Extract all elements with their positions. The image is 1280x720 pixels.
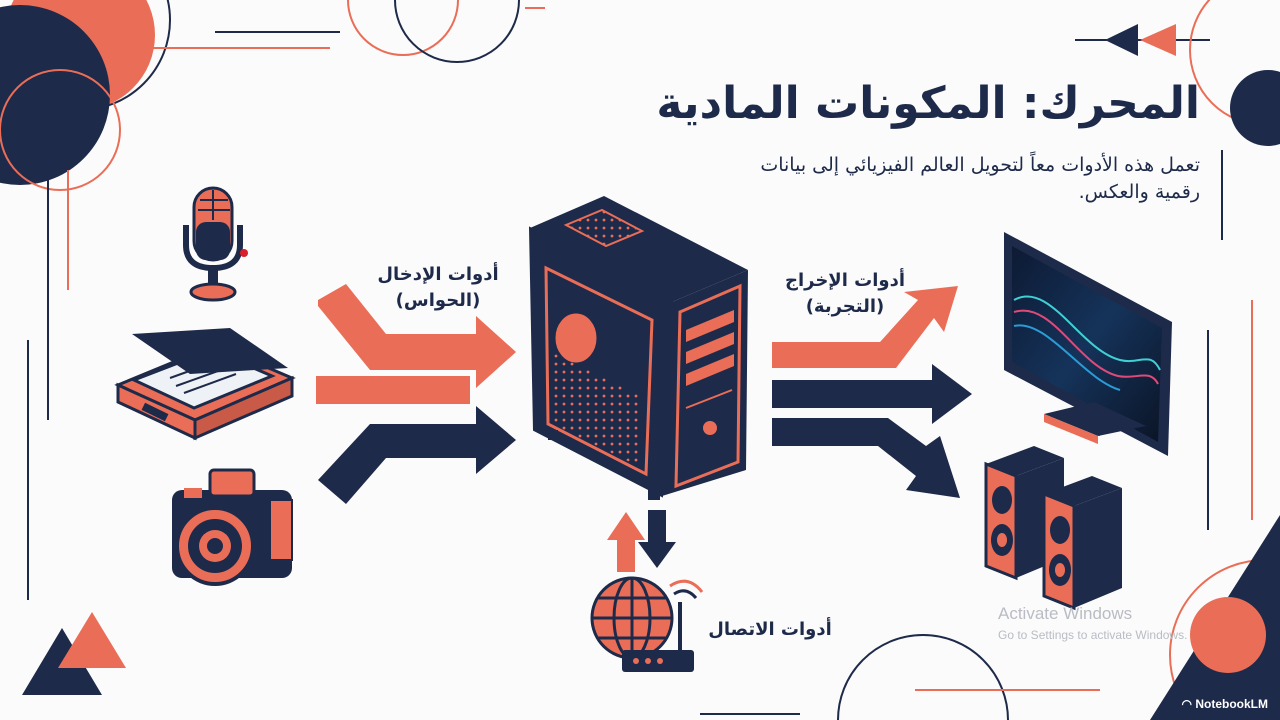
connection-devices-label: أدوات الاتصال bbox=[708, 619, 832, 640]
monitor-icon bbox=[1004, 232, 1172, 456]
microphone-icon bbox=[183, 186, 248, 302]
output-label-line2: (التجربة) bbox=[805, 296, 885, 317]
page-subtitle: تعمل هذه الأدوات معاً لتحويل العالم الفي… bbox=[760, 154, 1200, 203]
watermark-line2: Go to Settings to activate Windows. bbox=[998, 628, 1188, 642]
brand-logo: ◠ NotebookLM bbox=[1182, 697, 1268, 711]
input-label-line1: أدوات الإدخال bbox=[377, 264, 499, 285]
brand-name: NotebookLM bbox=[1195, 697, 1268, 711]
speakers-icon bbox=[984, 446, 1122, 611]
computer-tower-icon bbox=[528, 196, 748, 500]
input-arrows bbox=[316, 284, 516, 504]
scanner-icon bbox=[114, 328, 296, 441]
camera-icon bbox=[172, 468, 293, 586]
windows-activation-watermark: Activate Windows Go to Settings to activ… bbox=[998, 604, 1187, 642]
watermark-line1: Activate Windows bbox=[998, 604, 1133, 623]
connection-arrows bbox=[607, 510, 676, 572]
globe-router-icon bbox=[590, 576, 704, 672]
output-devices-label: أدوات الإخراج (التجربة) bbox=[770, 268, 920, 320]
output-arrows bbox=[772, 286, 972, 498]
input-devices-label: أدوات الإدخال (الحواس) bbox=[368, 262, 508, 314]
output-label-line1: أدوات الإخراج bbox=[784, 270, 905, 291]
input-label-line2: (الحواس) bbox=[395, 290, 481, 311]
page-title: المحرك: المكونات المادية bbox=[656, 78, 1200, 129]
notebooklm-icon: ◠ bbox=[1181, 697, 1192, 711]
